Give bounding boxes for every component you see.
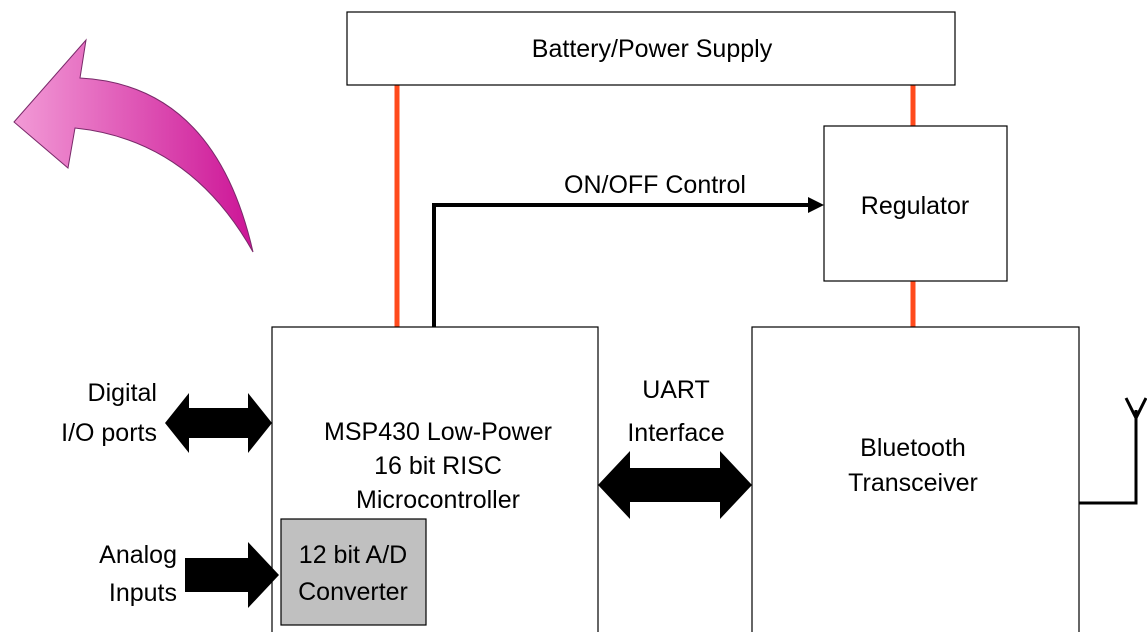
adc-label-line2: Converter	[298, 578, 408, 606]
digital-io-double-arrow-icon	[165, 393, 272, 453]
bluetooth-label-line1: Bluetooth	[860, 434, 966, 462]
microcontroller-label-line2: 16 bit RISC	[374, 452, 502, 480]
antenna-icon	[1126, 398, 1146, 418]
digital-io-label-line2: I/O ports	[61, 419, 157, 447]
uart-label-line1: UART	[642, 376, 710, 404]
adc-label-line1: 12 bit A/D	[299, 541, 407, 569]
on-off-arrowhead-icon	[808, 197, 824, 213]
regulator-label: Regulator	[861, 192, 969, 220]
digital-io-label-line1: Digital	[88, 379, 157, 407]
uart-double-arrow-icon	[598, 451, 752, 519]
on-off-control-label: ON/OFF Control	[564, 171, 746, 199]
bluetooth-label-line2: Transceiver	[848, 469, 978, 497]
microcontroller-label-line1: MSP430 Low-Power	[324, 418, 552, 446]
analog-inputs-label-line1: Analog	[99, 541, 177, 569]
battery-power-supply-label: Battery/Power Supply	[532, 35, 773, 63]
on-off-control-line	[434, 205, 808, 328]
microcontroller-label-line3: Microcontroller	[356, 486, 520, 514]
adc-block	[281, 519, 426, 625]
analog-inputs-label-line2: Inputs	[109, 579, 177, 607]
uart-label-line2: Interface	[627, 419, 724, 447]
curved-arrow-icon	[14, 40, 253, 252]
analog-input-arrow-icon	[185, 542, 279, 608]
antenna-line	[1079, 410, 1136, 503]
